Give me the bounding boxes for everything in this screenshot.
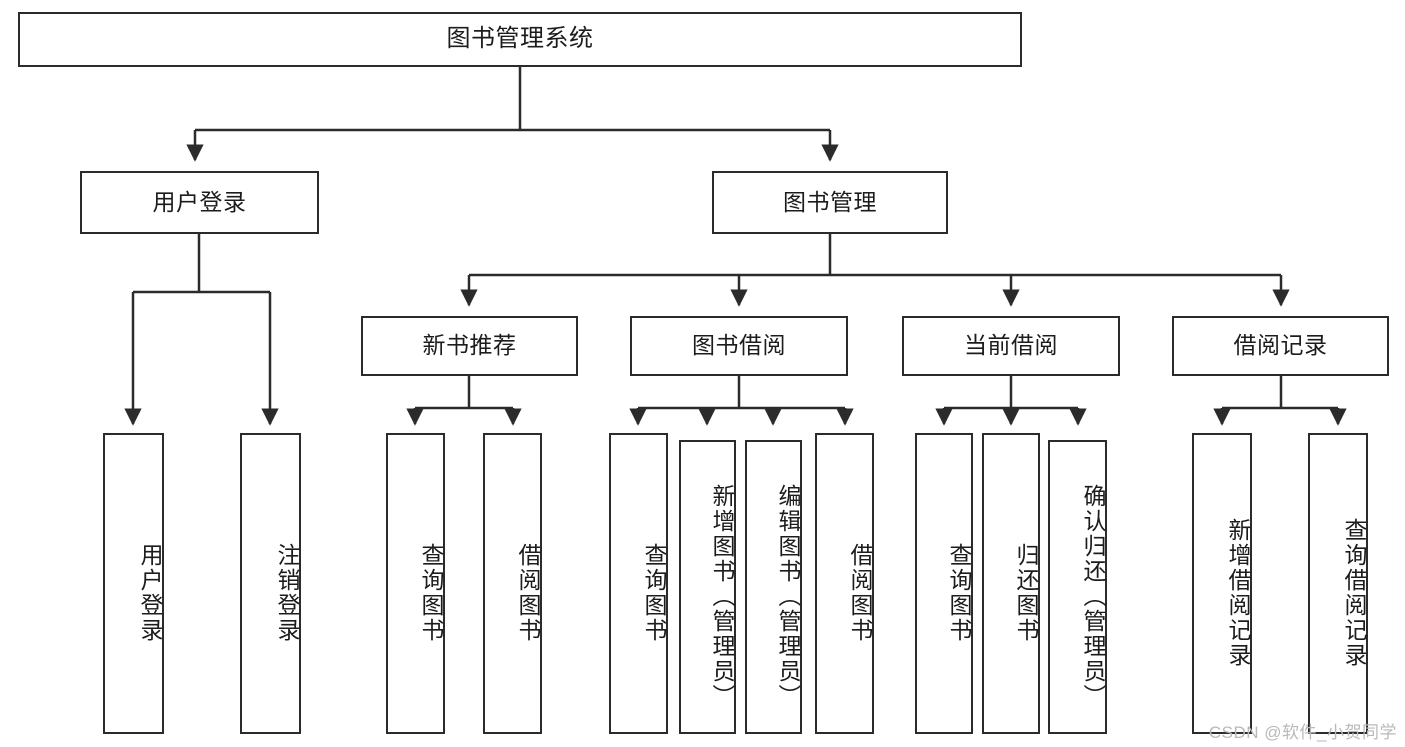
node-user-login[interactable]: 用户登录 — [80, 171, 319, 234]
leaf-query-borrowing-record[interactable]: 查询借阅记录 — [1308, 433, 1368, 734]
node-label: 用户登录 — [152, 188, 247, 215]
node-label: 归还图书 — [1013, 542, 1039, 643]
node-label: 查询图书 — [641, 542, 667, 643]
leaf-confirm-return-admin[interactable]: 确认归还（管理员） — [1048, 440, 1107, 734]
node-book-management[interactable]: 图书管理 — [712, 171, 948, 234]
node-label: 新书推荐 — [422, 332, 517, 359]
node-label: 借阅图书 — [515, 542, 541, 643]
node-label: 当前借阅 — [964, 332, 1058, 359]
node-label: 确认归还（管理员） — [1080, 483, 1106, 709]
node-book-borrowing[interactable]: 图书借阅 — [630, 316, 848, 376]
node-label: 编辑图书（管理员） — [775, 483, 801, 709]
node-label: 借阅图书 — [847, 542, 873, 643]
node-current-borrowing[interactable]: 当前借阅 — [902, 316, 1120, 376]
leaf-borrow-books-recommendation[interactable]: 借阅图书 — [483, 433, 542, 734]
leaf-edit-book-admin[interactable]: 编辑图书（管理员） — [745, 440, 802, 734]
leaf-query-books-borrowing[interactable]: 查询图书 — [609, 433, 668, 734]
node-label: 借阅记录 — [1233, 332, 1328, 359]
leaf-add-borrowing-record[interactable]: 新增借阅记录 — [1192, 433, 1252, 734]
node-label: 查询图书 — [946, 542, 972, 643]
leaf-query-books-current[interactable]: 查询图书 — [915, 433, 973, 734]
leaf-borrow-books-borrowing[interactable]: 借阅图书 — [815, 433, 874, 734]
node-root-system[interactable]: 图书管理系统 — [18, 12, 1022, 67]
node-label: 图书管理 — [783, 188, 877, 215]
node-label: 新增图书（管理员） — [709, 483, 735, 709]
leaf-logout[interactable]: 注销登录 — [240, 433, 301, 734]
node-borrowing-records[interactable]: 借阅记录 — [1172, 316, 1389, 376]
node-label: 注销登录 — [274, 542, 300, 643]
leaf-query-books-recommendation[interactable]: 查询图书 — [386, 433, 445, 734]
leaf-add-book-admin[interactable]: 新增图书（管理员） — [679, 440, 736, 734]
node-label: 新增借阅记录 — [1225, 517, 1251, 668]
node-label: 查询借阅记录 — [1341, 517, 1367, 668]
leaf-user-login[interactable]: 用户登录 — [103, 433, 164, 734]
node-label: 图书借阅 — [692, 332, 786, 359]
watermark: CSDN @软件_小贺同学 — [1208, 723, 1397, 742]
leaf-return-books[interactable]: 归还图书 — [982, 433, 1040, 734]
node-label: 查询图书 — [418, 542, 444, 643]
node-label: 图书管理系统 — [446, 25, 594, 53]
node-new-book-recommendation[interactable]: 新书推荐 — [361, 316, 578, 376]
node-label: 用户登录 — [137, 542, 163, 643]
